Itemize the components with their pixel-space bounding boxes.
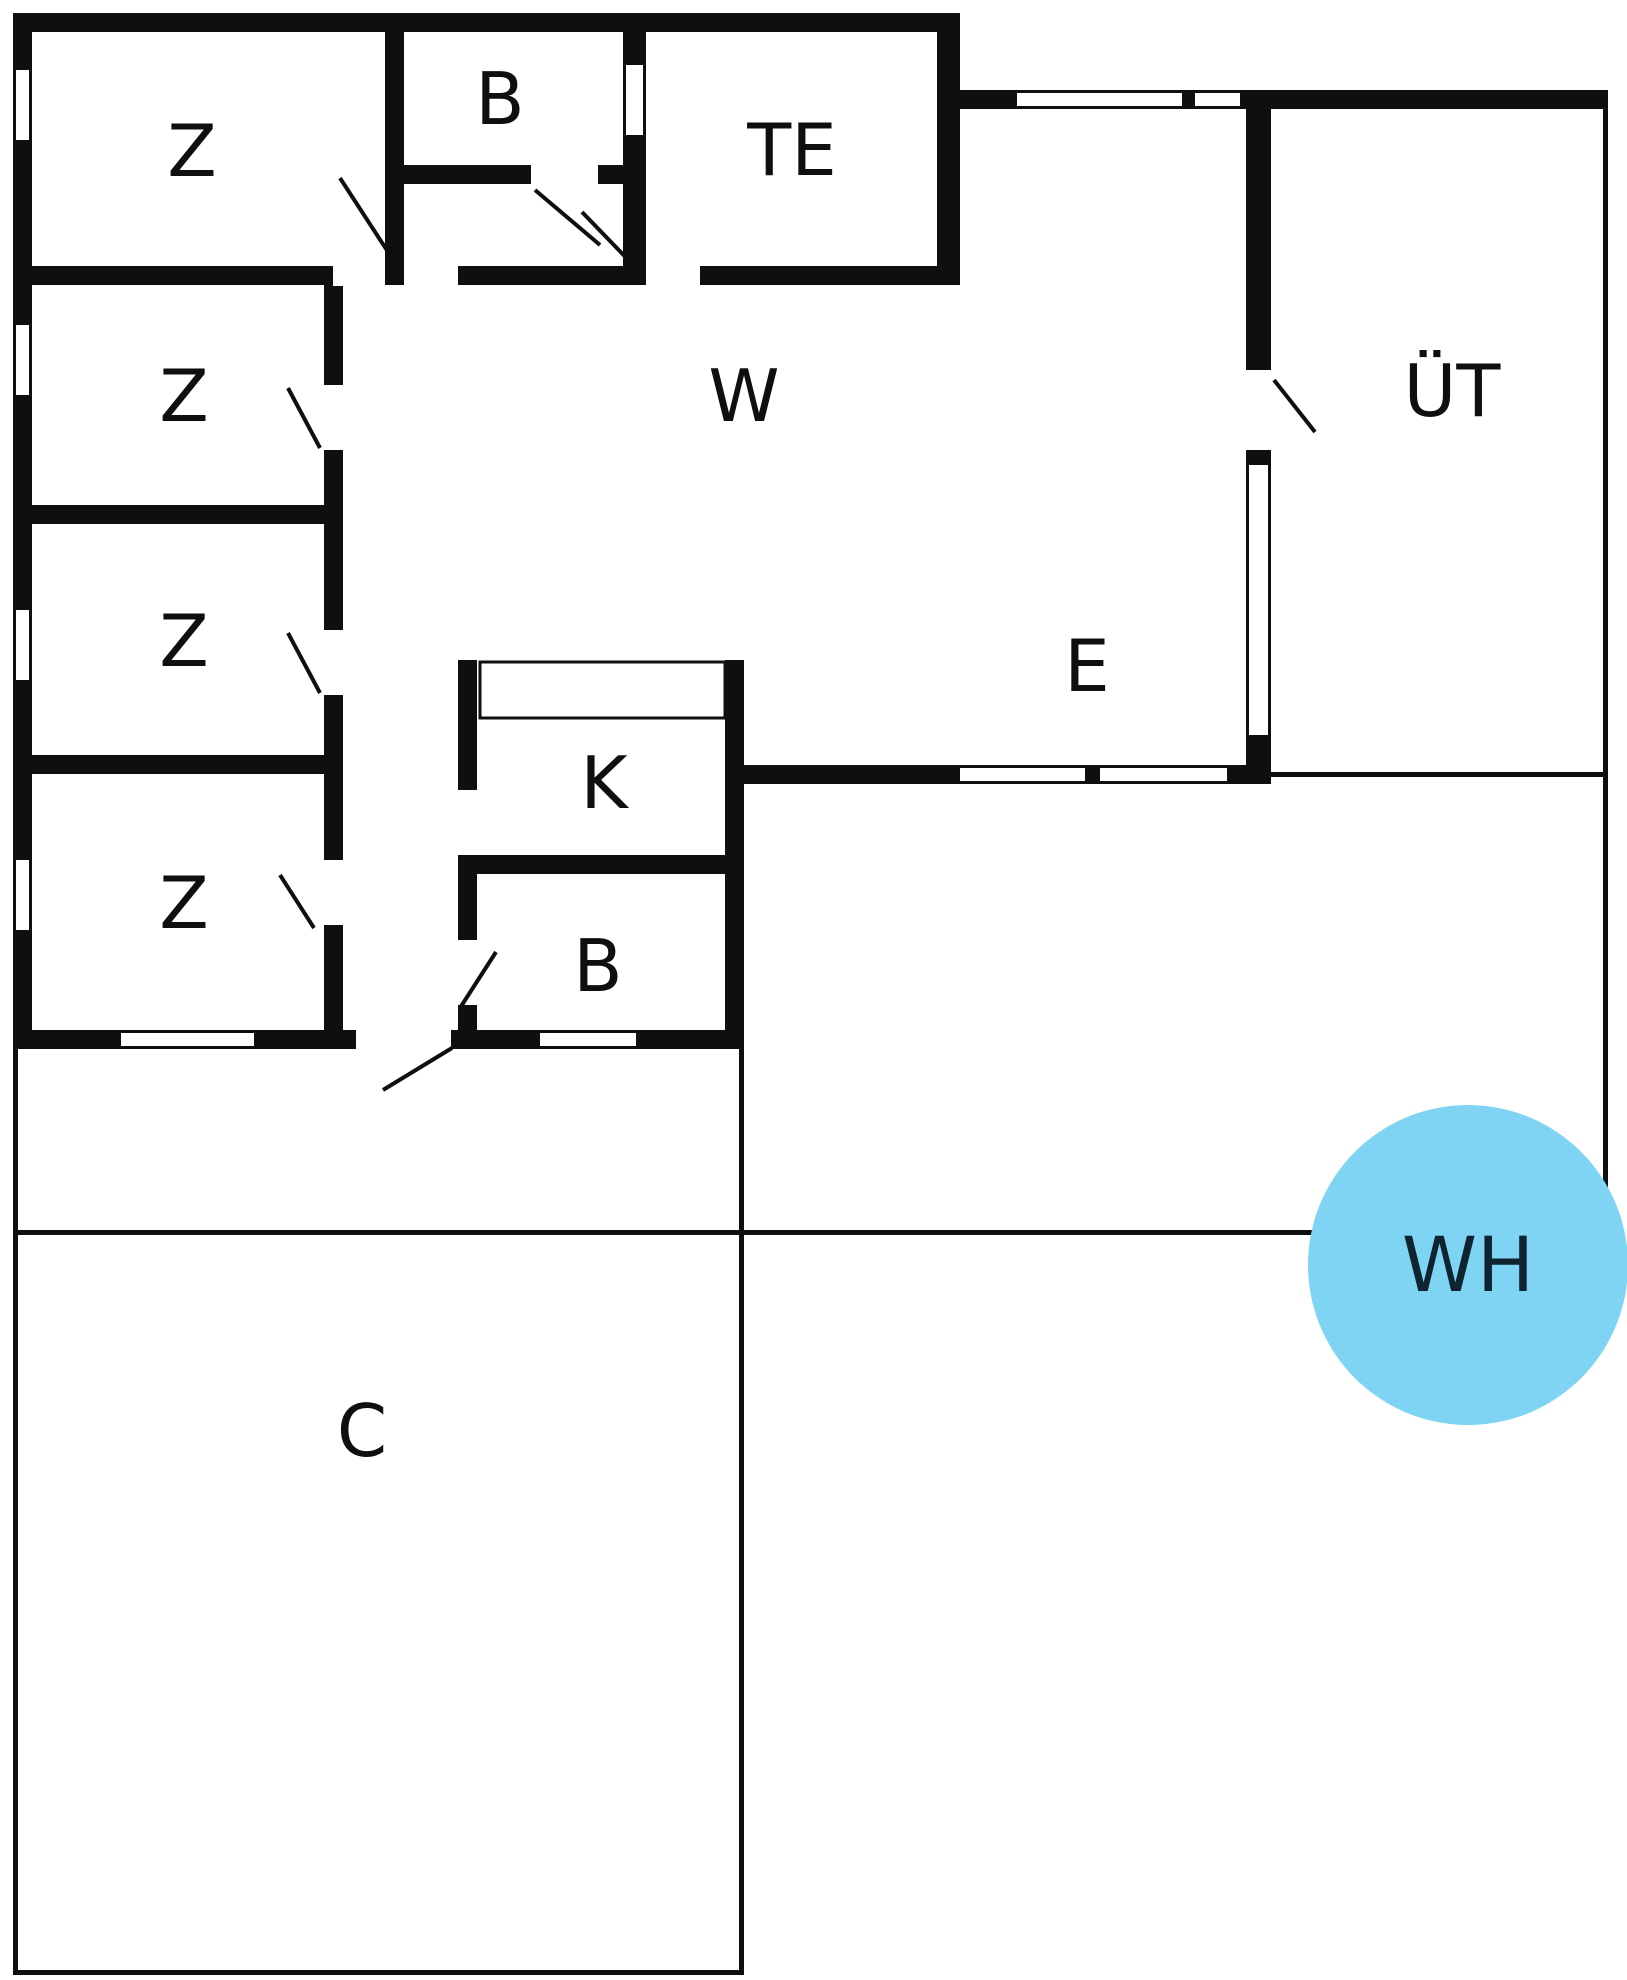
- window-e-2: [1100, 764, 1227, 785]
- window-ext-2: [1195, 89, 1240, 110]
- door-gap-entry: [356, 1029, 451, 1050]
- door-gap-uet: [1244, 370, 1273, 450]
- label-room-c: C: [337, 1389, 387, 1473]
- window-line: [13, 70, 16, 140]
- window-line: [1195, 90, 1240, 93]
- wall-k-left: [458, 660, 477, 790]
- window-z4-south: [121, 1029, 254, 1050]
- window-line: [1268, 465, 1271, 735]
- window-z1: [12, 70, 33, 140]
- window-line: [643, 65, 646, 135]
- window-line: [1195, 106, 1240, 109]
- label-room-z4: Z: [159, 861, 208, 945]
- window-line: [29, 70, 32, 140]
- wall-top: [13, 13, 960, 32]
- wall-z2-z3: [32, 505, 324, 524]
- wall-uet-top: [1271, 90, 1608, 109]
- door-gap-te: [646, 265, 700, 286]
- window-z4: [12, 860, 33, 930]
- window-line: [540, 1030, 636, 1033]
- label-room-b2: B: [573, 924, 622, 1008]
- window-line: [540, 1046, 636, 1049]
- door-swing-te: [580, 210, 642, 274]
- door-swing-entry: [381, 1046, 454, 1092]
- door-swing-uet: [1272, 378, 1317, 434]
- label-room-te: TE: [746, 108, 836, 192]
- window-line: [1100, 781, 1227, 784]
- label-room-z3: Z: [159, 599, 208, 683]
- door-openings: [322, 164, 1273, 1050]
- door-swing-z4: [278, 873, 316, 930]
- boundary-c-right: [739, 1049, 744, 1975]
- boundary-c-bottom: [13, 1970, 744, 1975]
- label-room-z1: Z: [167, 109, 216, 193]
- window-line: [29, 610, 32, 680]
- window-b2-south: [540, 1029, 636, 1050]
- label-room-b1: B: [475, 57, 524, 141]
- label-room-e: E: [1064, 624, 1110, 708]
- window-line: [13, 610, 16, 680]
- wall-b2-top: [458, 855, 725, 874]
- window-line: [121, 1030, 254, 1033]
- door-gap-z1: [333, 265, 385, 286]
- window-line: [960, 781, 1085, 784]
- door-swing-b1: [533, 188, 602, 247]
- door-gap-z3: [322, 630, 345, 695]
- window-e-1: [960, 764, 1085, 785]
- label-room-z2: Z: [159, 354, 208, 438]
- wall-z1-bottom: [32, 266, 333, 285]
- door-gap-z4: [322, 860, 345, 925]
- window-line: [121, 1046, 254, 1049]
- window-z3: [12, 610, 33, 680]
- wall-vestibule-bottom: [458, 266, 623, 285]
- wh-badge-circle: [1308, 1105, 1627, 1425]
- kitchen-counter: [478, 660, 727, 720]
- window-z2: [12, 325, 33, 395]
- window-line: [1017, 106, 1182, 109]
- windows: [12, 65, 1272, 1050]
- wall-left: [13, 32, 32, 1049]
- window-ext-1: [1017, 89, 1182, 110]
- window-line: [29, 325, 32, 395]
- wall-te-bottom: [646, 266, 960, 285]
- wh-badge: WH: [1308, 1105, 1627, 1425]
- boundary-left-lower: [13, 1049, 18, 1975]
- wall-z3-z4: [32, 755, 324, 774]
- window-line: [13, 860, 16, 930]
- door-swing-b2: [458, 950, 498, 1010]
- boundary-right: [1603, 95, 1608, 1235]
- door-swing-z3: [286, 632, 322, 694]
- door-gap-b1: [531, 164, 598, 185]
- label-room-w: W: [708, 354, 779, 438]
- door-swing-z1: [338, 176, 392, 257]
- door-swings: [278, 176, 1317, 1092]
- window-line: [1246, 465, 1249, 735]
- room-labels: Z Z Z Z B TE W ÜT E K B C: [159, 57, 1501, 1473]
- window-line: [1100, 765, 1227, 768]
- boundary-uet-bottom: [1271, 772, 1608, 777]
- label-room-uet: ÜT: [1404, 349, 1502, 433]
- wall-house-se: [725, 660, 744, 1049]
- window-line: [13, 325, 16, 395]
- wh-badge-label: WH: [1402, 1220, 1534, 1309]
- window-uet: [1245, 465, 1272, 735]
- window-line: [29, 860, 32, 930]
- window-b1-te: [622, 65, 647, 135]
- window-line: [623, 65, 626, 135]
- outdoor-boundaries: [13, 95, 1608, 1975]
- label-room-k: K: [580, 741, 629, 825]
- wall-z1-b1: [385, 32, 404, 285]
- boundary-middle: [13, 1230, 1608, 1235]
- window-line: [960, 765, 1085, 768]
- wall-te-right: [937, 32, 960, 285]
- door-swing-z2: [286, 387, 322, 449]
- door-gap-z2: [322, 385, 345, 450]
- window-line: [1017, 90, 1182, 93]
